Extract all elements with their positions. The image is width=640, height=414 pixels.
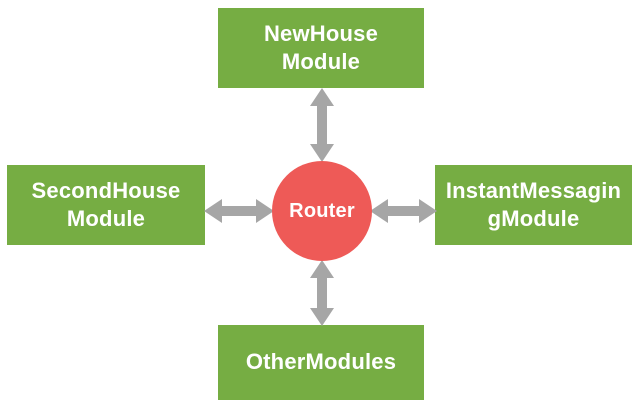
module-box-instantmessaging[interactable]: InstantMessagin gModule	[435, 165, 632, 245]
double-arrow-icon-router-secondhouse	[204, 199, 274, 223]
double-arrow-icon-router-othermodules	[310, 260, 334, 326]
module-box-secondhouse[interactable]: SecondHouse Module	[7, 165, 205, 245]
module-box-newhouse[interactable]: NewHouse Module	[218, 8, 424, 88]
router-node[interactable]: Router	[272, 161, 372, 261]
module-box-othermodules[interactable]: OtherModules	[218, 325, 424, 400]
double-arrow-icon-router-instantmessaging	[370, 199, 437, 223]
double-arrow-icon-router-newhouse	[310, 88, 334, 162]
